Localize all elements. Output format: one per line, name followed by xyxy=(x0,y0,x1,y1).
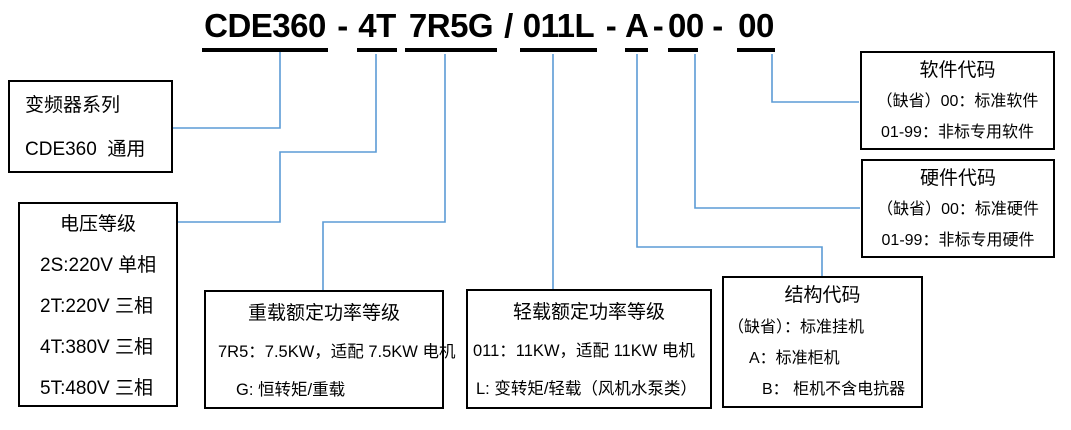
box-line: （缺省）00：标准硬件 xyxy=(877,201,1039,218)
box-title: 重载额定功率等级 xyxy=(247,303,400,324)
code-separator: - xyxy=(605,7,617,44)
connector-series-to-cde360 xyxy=(173,51,281,129)
box-line: （缺省）00：标准软件 xyxy=(876,93,1039,110)
box-title: 电压等级 xyxy=(59,214,136,235)
connector-00-to-software xyxy=(771,54,859,103)
box-line: 7R5：7.5KW，适配 7.5KW 电机 xyxy=(218,343,456,361)
box-line: A：标准柜机 xyxy=(749,350,840,367)
box-title: 结构代码 xyxy=(784,285,861,306)
code-segment-hardware: 00 xyxy=(668,4,704,52)
callout-box-voltage: 电压等级 2S:220V 单相 2T:220V 三相 4T:380V 三相 5T… xyxy=(18,202,178,407)
box-line: G: 恒转矩/重载 xyxy=(236,381,346,399)
code-segment-software: 00 xyxy=(737,4,775,52)
code-segment-voltage: 4T xyxy=(357,4,397,52)
model-code-title: CDE360 - 4T 7R5G / 011L - A - 00 - 00 xyxy=(202,4,775,52)
code-separator xyxy=(397,4,405,52)
box-line: CDE360 通用 xyxy=(25,139,146,160)
box-title: 变频器系列 xyxy=(25,95,121,116)
box-line: （缺省）：标准挂机 xyxy=(728,319,865,336)
box-line: B： 柜机不含电抗器 xyxy=(762,381,906,398)
box-title: 轻载额定功率等级 xyxy=(512,302,665,323)
callout-box-heavy-power: 重载额定功率等级 7R5：7.5KW，适配 7.5KW 电机 G: 恒转矩/重载 xyxy=(204,290,456,409)
box-line: 5T:480V 三相 xyxy=(40,378,153,399)
connector-voltage-to-4t xyxy=(178,54,377,223)
callout-box-software: 软件代码 （缺省）00：标准软件 01-99：非标专用软件 xyxy=(860,51,1055,150)
code-segment-series: CDE360 xyxy=(202,4,328,52)
code-segment-heavy-power: 7R5G xyxy=(405,4,497,52)
box-line: 011：11KW，适配 11KW 电机 xyxy=(473,342,695,360)
callout-box-hardware: 硬件代码 （缺省）00：标准硬件 01-99：非标专用硬件 xyxy=(861,159,1055,258)
box-line: 01-99：非标专用软件 xyxy=(881,124,1034,141)
box-title: 硬件代码 xyxy=(919,168,996,189)
code-separator: - xyxy=(652,7,664,44)
callout-box-light-power: 轻载额定功率等级 011：11KW，适配 11KW 电机 L: 变转矩/轻载（风… xyxy=(466,289,712,409)
connector-a-to-structure xyxy=(636,54,823,277)
code-separator: - xyxy=(712,7,723,44)
box-line: L: 变转矩/轻载（风机水泵类） xyxy=(476,380,697,398)
code-separator: - xyxy=(337,7,348,44)
box-line: 01-99：非标专用硬件 xyxy=(881,232,1035,249)
callout-box-structure: 结构代码 （缺省）：标准挂机 A：标准柜机 B： 柜机不含电抗器 xyxy=(722,276,923,408)
box-line: 2S:220V 单相 xyxy=(40,255,157,276)
box-line: 2T:220V 三相 xyxy=(40,296,153,317)
connector-00-to-hardware xyxy=(694,54,860,209)
callout-box-series: 变频器系列 CDE360 通用 xyxy=(8,80,173,173)
connector-011l-to-light-power xyxy=(552,54,560,291)
code-segment-light-power: 011L xyxy=(520,4,597,52)
code-separator-slash: / xyxy=(504,7,513,44)
code-segment-structure: A xyxy=(625,4,649,52)
box-line: 4T:380V 三相 xyxy=(40,337,153,358)
connector-7r5g-to-heavy-power xyxy=(322,54,446,291)
box-title: 软件代码 xyxy=(919,60,996,81)
